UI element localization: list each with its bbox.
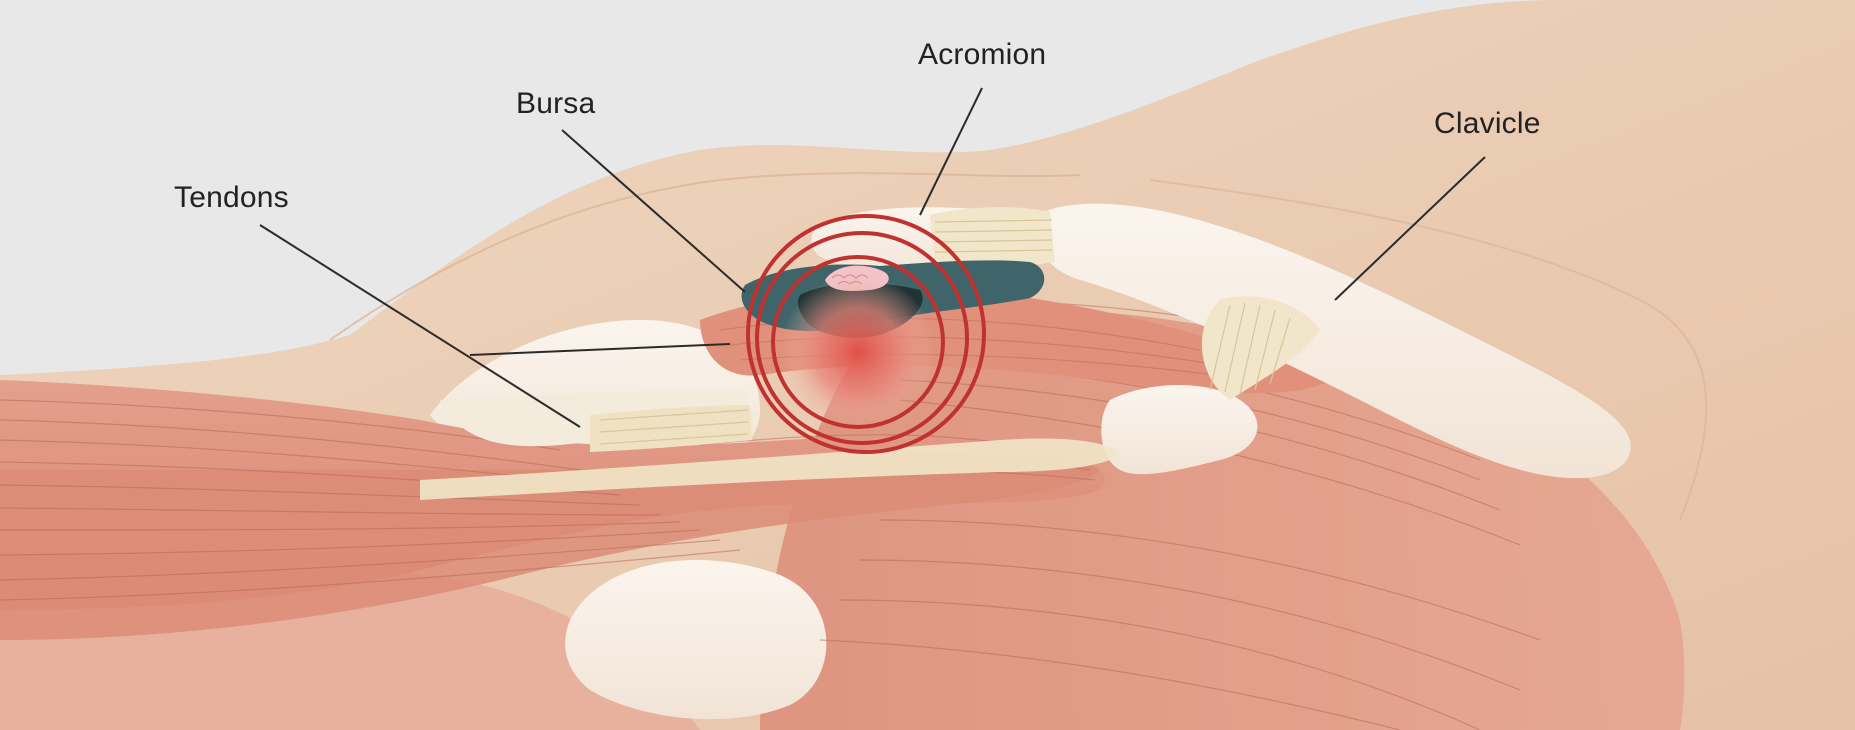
coracoid-ligament xyxy=(1201,296,1320,400)
lower-tendon xyxy=(420,438,1120,500)
skin-contour xyxy=(329,172,1081,341)
ac-ligament xyxy=(930,207,1055,267)
bursa-label: Bursa xyxy=(516,87,596,120)
leader-line-tendons-2 xyxy=(469,343,731,356)
pain-ring-middle xyxy=(755,231,969,445)
pain-ring-inner xyxy=(771,255,945,429)
deltoid-contour xyxy=(1149,179,1708,521)
humerus-bone xyxy=(565,560,827,720)
inflammation-glow xyxy=(780,274,936,430)
tendons-label: Tendons xyxy=(174,181,289,214)
leader-line-bursa xyxy=(561,129,746,293)
leader-line-acromion xyxy=(919,87,983,216)
clavicle-label: Clavicle xyxy=(1434,107,1541,140)
clavicle-bone xyxy=(1036,203,1631,479)
tendon-band xyxy=(440,390,752,452)
pain-ring-outer xyxy=(746,214,986,454)
crossing-muscle xyxy=(0,453,1100,640)
leader-lines xyxy=(259,87,1486,428)
leader-line-clavicle xyxy=(1334,156,1486,301)
pain-rings xyxy=(746,214,986,454)
coracoid-process xyxy=(1101,385,1258,475)
leader-line-tendons xyxy=(259,224,581,428)
acromion-label: Acromion xyxy=(918,38,1047,71)
